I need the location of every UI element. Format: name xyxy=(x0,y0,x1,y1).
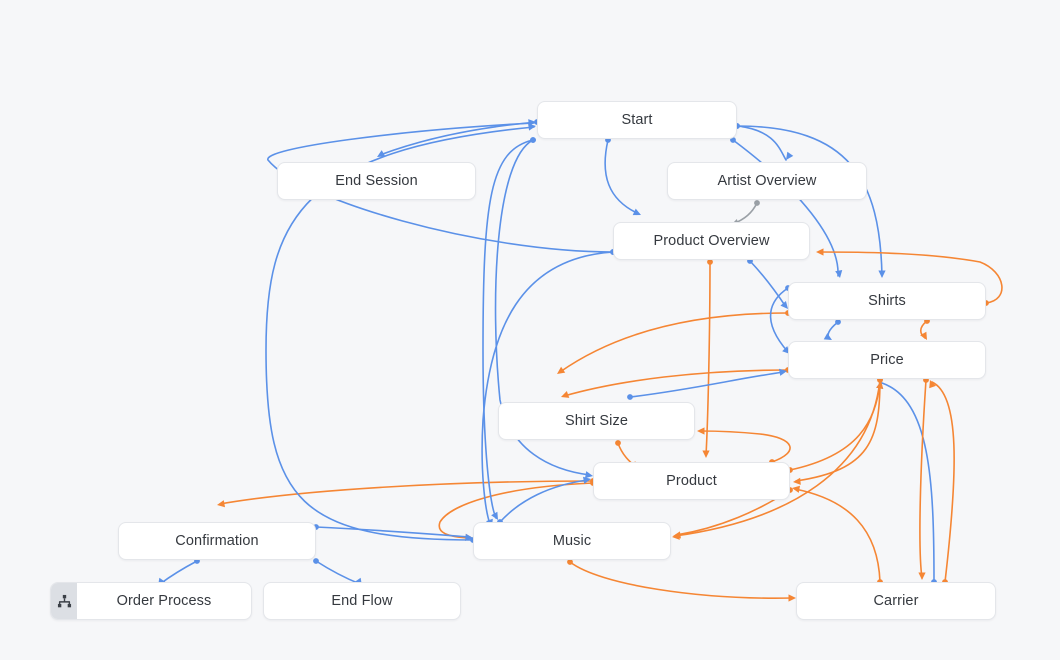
graph-node-label: Order Process xyxy=(116,593,212,609)
edge-arrowhead xyxy=(702,450,710,458)
graph-node-label: Confirmation xyxy=(175,533,259,549)
graph-node-label: Shirts xyxy=(868,293,906,309)
edge-arrowhead xyxy=(632,208,641,216)
edge-source-dot xyxy=(530,137,536,143)
graph-edge-price-to-shirt-size xyxy=(561,367,791,398)
graph-edge-product-to-price xyxy=(787,381,884,473)
graph-edge-start-to-end-session xyxy=(377,119,540,157)
edge-arrowhead xyxy=(816,248,824,256)
edge-arrowhead xyxy=(788,594,796,602)
graph-node-price[interactable]: Price xyxy=(788,341,986,379)
edge-arrowhead xyxy=(557,366,566,374)
graph-node-end-flow[interactable]: End Flow xyxy=(263,582,461,620)
graph-edge-start-to-artist-overview xyxy=(734,123,794,161)
edge-source-dot xyxy=(615,440,621,446)
edge-arrowhead xyxy=(786,151,794,160)
edge-arrowhead xyxy=(697,427,705,435)
graph-node-label: Price xyxy=(870,352,904,368)
graph-node-product-overview[interactable]: Product Overview xyxy=(613,222,810,260)
edge-source-dot xyxy=(754,200,760,206)
edge-arrowhead xyxy=(835,269,843,278)
graph-edge-shirts-to-price xyxy=(919,318,930,340)
graph-edge-carrier-to-price xyxy=(876,381,937,585)
edge-arrowhead xyxy=(528,119,536,127)
edge-arrowhead xyxy=(491,511,498,520)
graph-node-order-process[interactable]: Order Process xyxy=(50,582,252,620)
graph-node-music[interactable]: Music xyxy=(473,522,671,560)
edge-arrowhead xyxy=(918,572,926,580)
edge-source-dot xyxy=(530,137,536,143)
graph-node-shirt-size[interactable]: Shirt Size xyxy=(498,402,695,440)
graph-node-start[interactable]: Start xyxy=(537,101,737,139)
graph-edge-confirmation-to-music xyxy=(313,524,473,541)
graph-edge-music-to-carrier xyxy=(567,559,796,602)
edge-arrowhead xyxy=(673,531,681,539)
edge-arrowhead xyxy=(778,368,787,376)
graph-node-label: Product xyxy=(666,473,717,489)
edge-arrowhead xyxy=(528,123,536,131)
graph-edge-product-to-confirmation xyxy=(217,478,596,508)
graph-node-label: End Flow xyxy=(331,593,393,609)
graph-node-carrier[interactable]: Carrier xyxy=(796,582,996,620)
graph-node-label: Start xyxy=(621,112,653,128)
graph-node-label: Artist Overview xyxy=(717,173,817,189)
edge-arrowhead xyxy=(561,391,570,398)
edge-arrowhead xyxy=(582,476,591,484)
graph-node-label: Carrier xyxy=(873,593,919,609)
edge-arrowhead xyxy=(929,380,936,389)
graph-edge-price-to-product xyxy=(793,376,883,485)
graph-edge-carrier-to-price xyxy=(929,380,955,585)
graph-edge-start-to-product-overview xyxy=(604,137,641,216)
edge-arrowhead xyxy=(217,500,226,508)
graph-edge-product-overview-to-shirts xyxy=(747,258,788,309)
edge-arrowhead xyxy=(876,381,884,390)
graph-edge-carrier-to-product xyxy=(792,485,883,585)
graph-edge-product-to-shirt-size xyxy=(697,427,791,465)
graph-edge-price-to-shirt-size xyxy=(557,310,791,374)
graph-node-label: Shirt Size xyxy=(564,413,629,429)
graph-edge-price-to-music xyxy=(672,377,883,540)
edge-arrowhead xyxy=(793,477,801,485)
edge-source-dot xyxy=(627,394,633,400)
graph-node-label: End Session xyxy=(335,173,418,189)
graph-edge-start-to-music xyxy=(482,137,536,520)
graph-node-shirts[interactable]: Shirts xyxy=(788,282,986,320)
graph-node-end-session[interactable]: End Session xyxy=(277,162,476,200)
graph-edge-music-to-product xyxy=(497,476,591,525)
graph-edge-price-to-carrier xyxy=(918,377,929,580)
graph-node-artist-overview[interactable]: Artist Overview xyxy=(667,162,867,200)
edge-arrowhead xyxy=(876,381,884,390)
graph-edge-product-overview-to-price xyxy=(702,259,713,458)
graph-node-label: Product Overview xyxy=(653,233,770,249)
edge-arrowhead xyxy=(377,150,386,157)
edge-arrowhead xyxy=(878,270,886,278)
graph-edge-shirt-size-to-price xyxy=(627,368,787,400)
edge-source-dot xyxy=(313,558,319,564)
graph-node-label: Music xyxy=(552,533,592,549)
edge-arrowhead xyxy=(672,532,680,540)
sitemap-icon xyxy=(51,583,77,619)
graph-edge-shirts-to-price xyxy=(823,319,841,340)
graph-node-confirmation[interactable]: Confirmation xyxy=(118,522,316,560)
graph-node-product[interactable]: Product xyxy=(593,462,790,500)
edge-arrowhead xyxy=(792,485,801,493)
